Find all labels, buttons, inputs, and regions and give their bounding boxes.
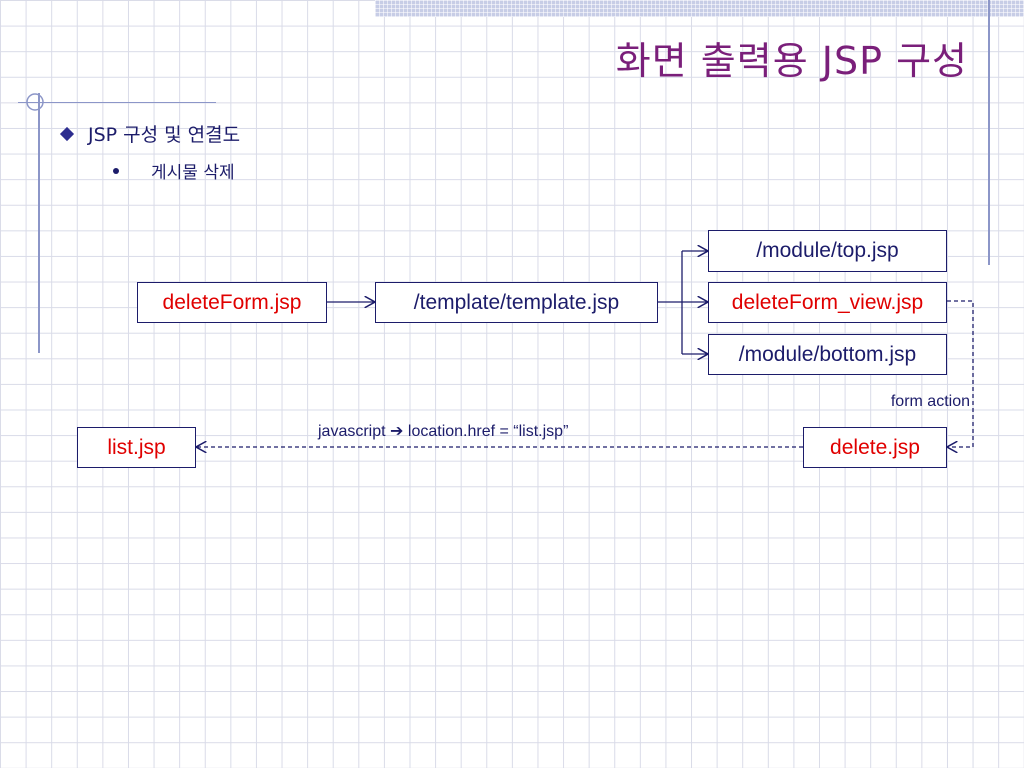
node-delete-form: deleteForm.jsp bbox=[137, 282, 327, 323]
arrow-right-icon: ➔ bbox=[390, 421, 404, 440]
bullet-level-2-text: 게시물 삭제 bbox=[151, 163, 235, 183]
bullet-level-1: JSP 구성 및 연결도 bbox=[59, 120, 241, 147]
node-delete: delete.jsp bbox=[803, 427, 947, 468]
node-top: /module/top.jsp bbox=[708, 230, 947, 272]
label-redirect: javascript ➔ location.href = “list.jsp” bbox=[318, 421, 568, 441]
arrow-view-to-delete bbox=[947, 300, 974, 447]
node-list: list.jsp bbox=[77, 427, 196, 468]
bullet-level-2: 게시물 삭제 bbox=[113, 158, 235, 183]
label-redirect-suffix: location.href = “list.jsp” bbox=[407, 423, 569, 440]
decorative-left-line bbox=[38, 93, 40, 353]
label-redirect-prefix: javascript bbox=[318, 423, 386, 440]
decorative-right-line bbox=[988, 0, 990, 265]
node-template: /template/template.jsp bbox=[375, 282, 658, 323]
node-bottom: /module/bottom.jsp bbox=[708, 334, 947, 375]
decorative-top-rule bbox=[18, 102, 216, 103]
label-form-action: form action bbox=[890, 393, 970, 410]
dot-bullet-icon bbox=[113, 167, 119, 174]
bullet-level-1-text: JSP 구성 및 연결도 bbox=[88, 124, 241, 146]
crosshair-ring-icon bbox=[26, 93, 44, 111]
slide-title: 화면 출력용 JSP 구성 bbox=[615, 39, 968, 83]
node-delete-form-view: deleteForm_view.jsp bbox=[708, 282, 947, 323]
decorative-top-band bbox=[375, 0, 1024, 17]
